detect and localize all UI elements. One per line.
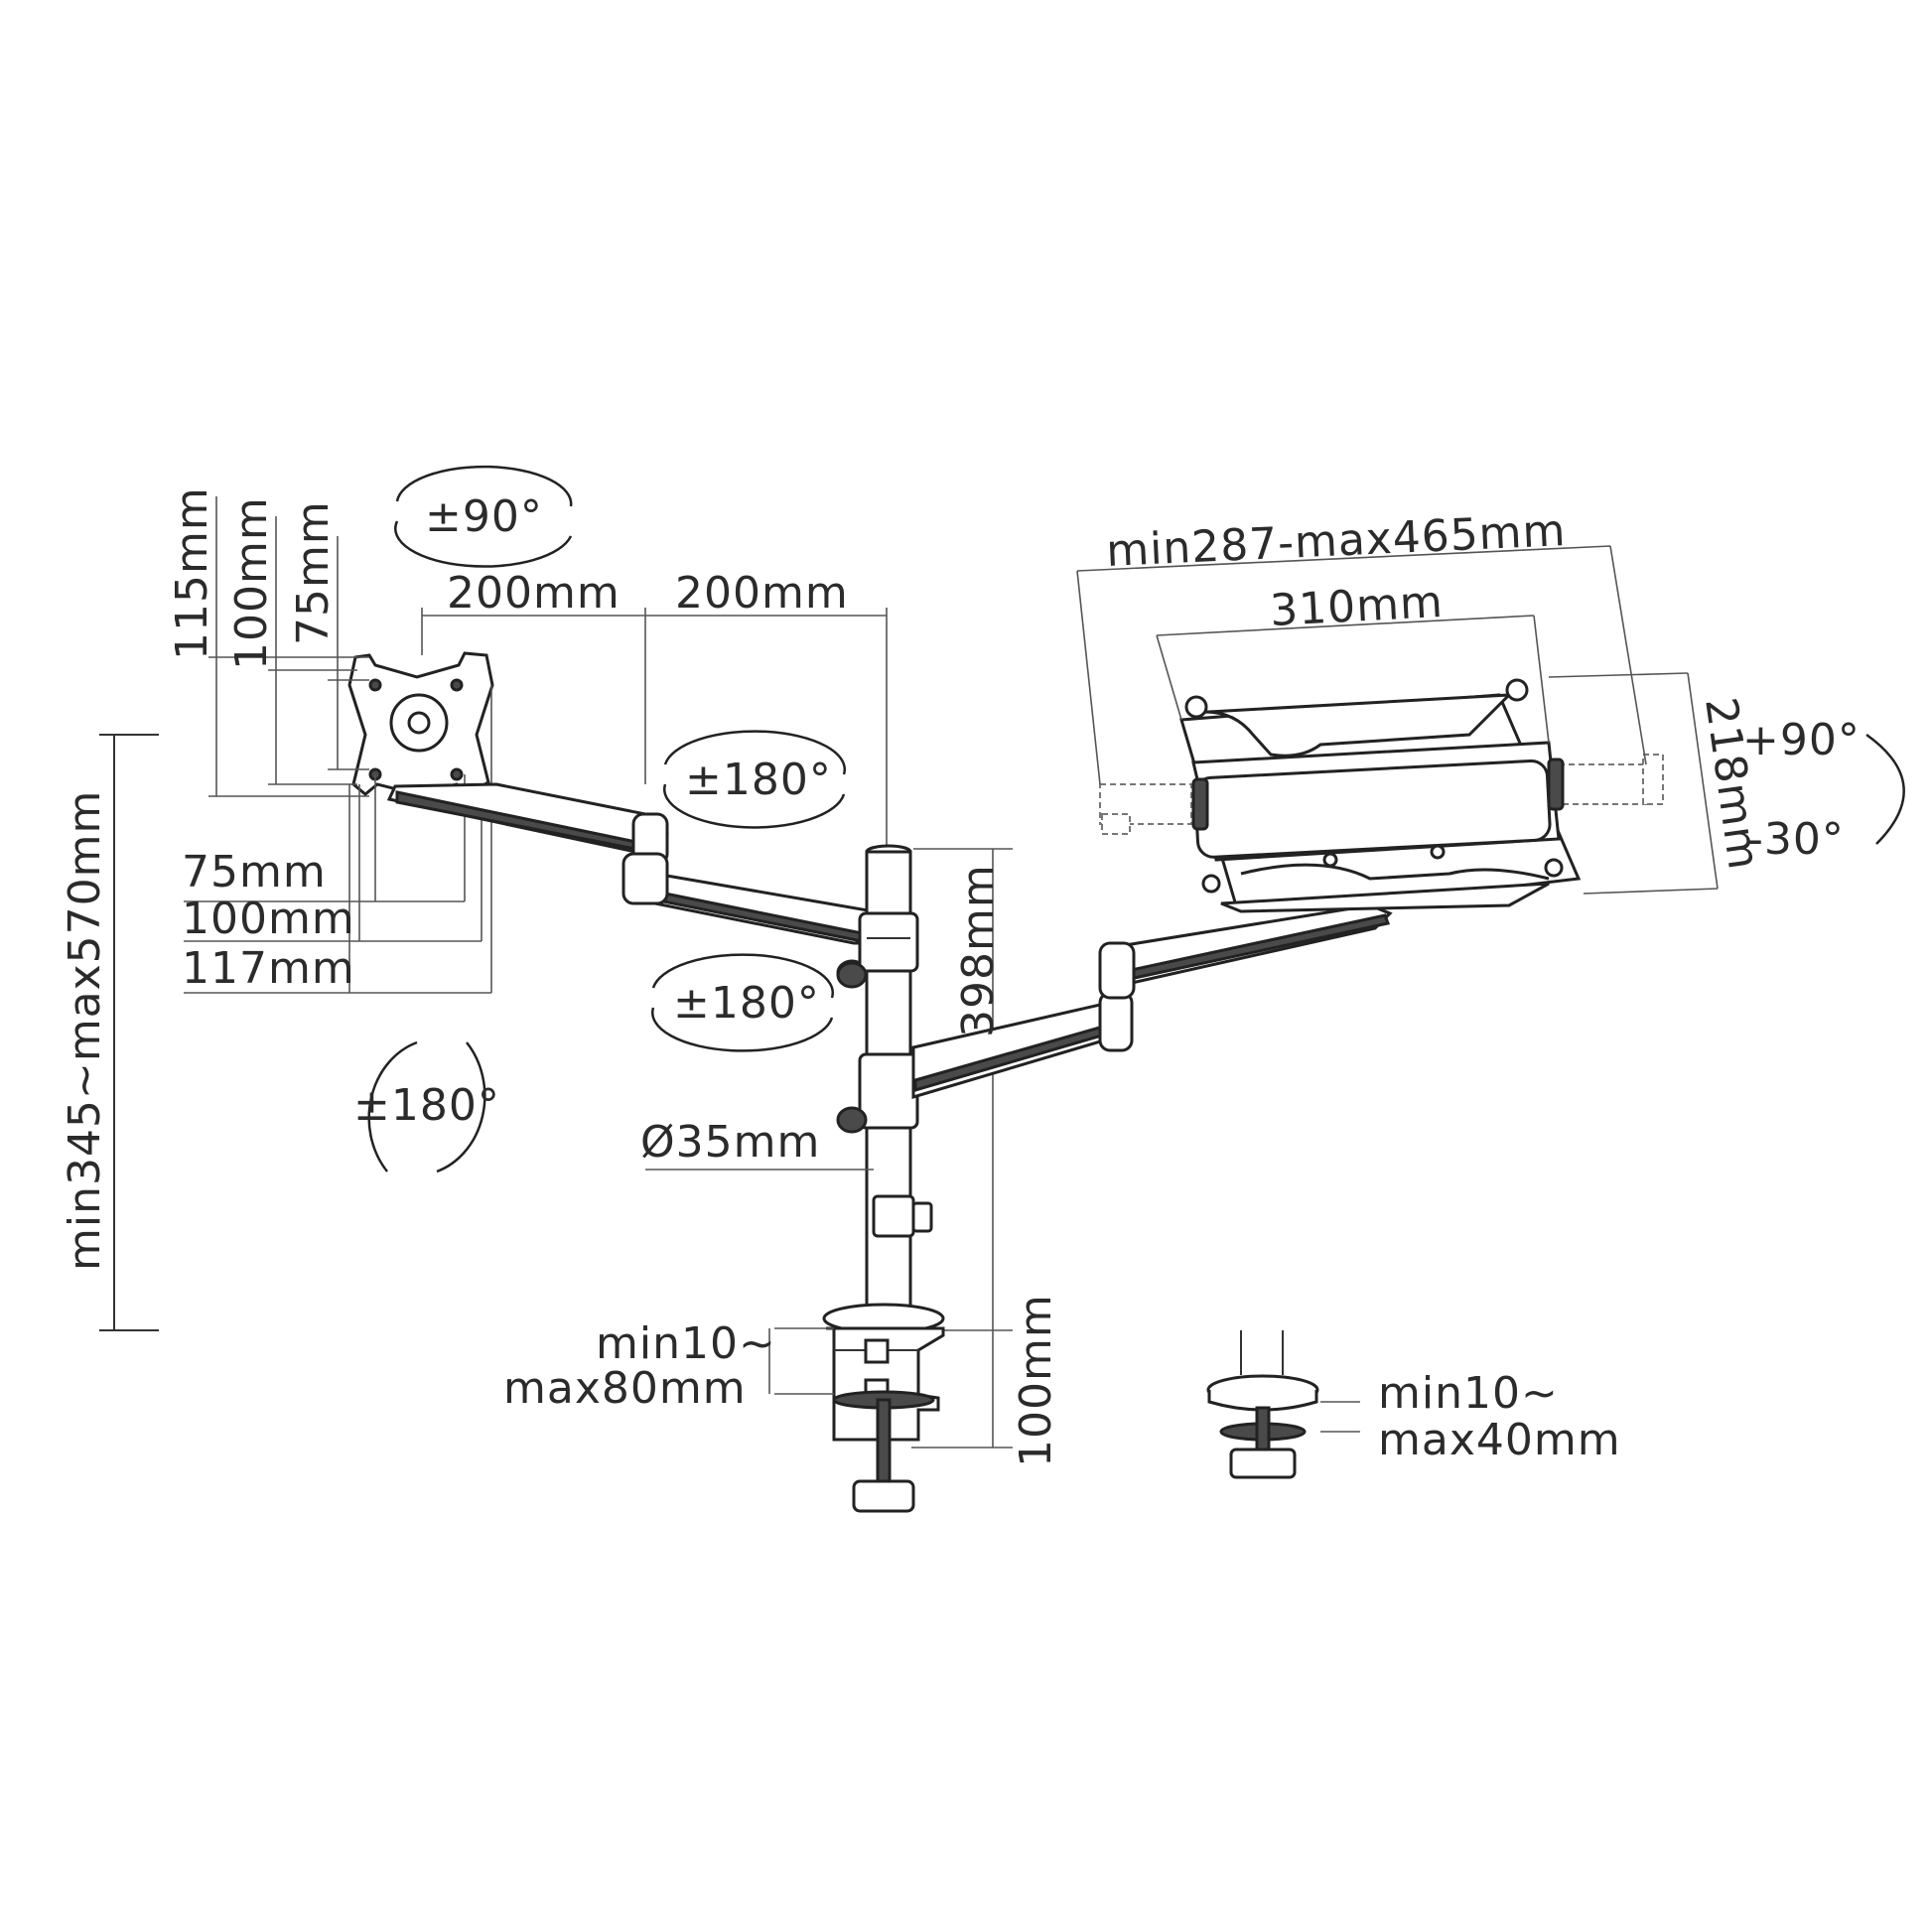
grommet-range-line-2: max40mm	[1378, 1415, 1621, 1465]
arm-length-2-label: 200mm	[675, 568, 849, 619]
pole-diameter-label: Ø35mm	[640, 1117, 820, 1168]
right-arm-inner	[911, 991, 1134, 1100]
vesa-height-100-label: 100mm	[226, 496, 277, 670]
swivel-arm-2-label: ±180°	[673, 978, 820, 1029]
rotate-arrow-plate	[367, 1040, 486, 1173]
height-range-label: min345~max570mm	[60, 790, 110, 1271]
tray-tilt-arrow	[1865, 733, 1905, 845]
vesa-height-115-label: 115mm	[167, 486, 217, 660]
arm-length-dimension-lines	[421, 608, 888, 849]
tilt-arrow-top	[394, 465, 573, 568]
grommet-range-line-1: min10~	[1378, 1368, 1559, 1419]
tray-width-range-label: min287-max465mm	[1105, 505, 1567, 577]
clamp-base-label: 100mm	[1011, 1294, 1061, 1467]
tray-tilt-down-label: -30°	[1747, 814, 1845, 865]
swivel-arm-1-label: ±180°	[685, 755, 832, 805]
pole-height-label: 398mm	[953, 864, 1004, 1037]
height-range-bracket	[99, 734, 159, 1331]
tray-width-label: 310mm	[1269, 577, 1445, 636]
rotate-plate-label: ±180°	[353, 1080, 500, 1131]
laptop-tray	[1099, 678, 1664, 913]
grommet-mount	[1206, 1330, 1360, 1479]
labels: 115mm 100mm 75mm 75mm 100mm 117mm 200mm …	[60, 486, 1861, 1467]
vesa-width-100-label: 100mm	[182, 894, 355, 944]
vesa-dimension-lines	[184, 496, 492, 994]
arm-length-1-label: 200mm	[447, 568, 621, 619]
tray-dimension-lines	[1076, 545, 1719, 895]
swivel-arrow-arm-2	[651, 953, 834, 1052]
right-arm-outer	[1098, 903, 1393, 1000]
vesa-width-75-label: 75mm	[182, 847, 327, 897]
left-arm-inner	[621, 852, 876, 987]
swivel-arrow-arm-1	[663, 730, 846, 829]
clamp-range-line-1: min10~	[596, 1318, 776, 1369]
pole	[836, 844, 933, 1390]
clamp-range-line-2: max80mm	[503, 1363, 747, 1414]
vesa-height-75-label: 75mm	[288, 500, 339, 645]
tilt-top-label: ±90°	[425, 491, 543, 542]
desk-clamp	[768, 1303, 945, 1513]
left-arm-outer	[386, 782, 669, 866]
vesa-plate	[347, 651, 494, 796]
tray-tilt-up-label: +90°	[1742, 715, 1861, 765]
vesa-width-117-label: 117mm	[182, 943, 355, 994]
